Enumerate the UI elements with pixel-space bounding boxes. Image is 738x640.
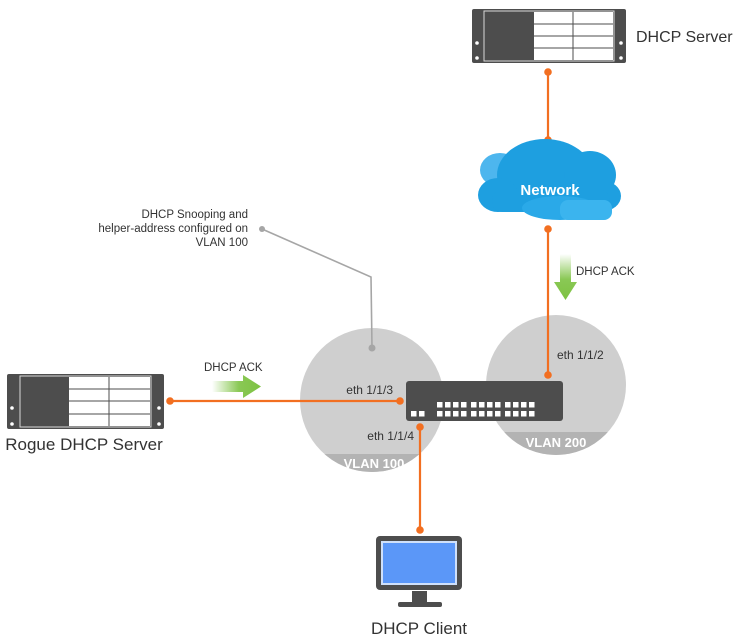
switch-port	[453, 411, 459, 417]
switch-port	[445, 402, 451, 408]
switch-port	[529, 411, 535, 417]
vlan-200-label: VLAN 200	[526, 435, 587, 450]
dhcp-ack-arrow-right	[212, 375, 261, 398]
rogue-dhcp-server-icon[interactable]	[7, 374, 164, 429]
rogue-dhcp-server-label: Rogue DHCP Server	[5, 435, 163, 454]
switch-port	[437, 411, 443, 417]
port-label-eth3: eth 1/1/3	[346, 383, 393, 397]
switch-uplink-port	[419, 411, 425, 417]
dhcp-ack-label-rogue: DHCP ACK	[204, 362, 263, 374]
switch-port	[453, 402, 459, 408]
annotation-line-1: DHCP Snooping and	[141, 209, 248, 221]
annotation-connector	[259, 226, 376, 352]
port-label-eth4: eth 1/1/4	[367, 429, 414, 443]
switch-port	[487, 402, 493, 408]
switch-port	[437, 402, 443, 408]
annotation-line-2: helper-address configured on	[98, 223, 248, 235]
port-label-eth2: eth 1/1/2	[557, 348, 604, 362]
dhcp-client-label: DHCP Client	[371, 619, 467, 638]
switch-port	[479, 402, 485, 408]
vlan-100-label: VLAN 100	[344, 456, 405, 471]
link-network-switch	[544, 225, 552, 379]
switch-port	[461, 411, 467, 417]
switch-port	[445, 411, 451, 417]
dhcp-ack-label-network: DHCP ACK	[576, 266, 635, 278]
dhcp-ack-arrow-down	[554, 254, 577, 300]
switch-port	[471, 402, 477, 408]
switch-port	[521, 411, 527, 417]
annotation-dot-end	[368, 344, 376, 352]
switch-port	[495, 411, 501, 417]
switch-port	[529, 402, 535, 408]
switch-port	[505, 402, 511, 408]
switch-port	[471, 411, 477, 417]
dhcp-server-label: DHCP Server	[636, 29, 733, 46]
switch-port	[505, 411, 511, 417]
cloud-icon[interactable]: Network	[478, 139, 621, 220]
switch-port	[513, 411, 519, 417]
annotation-dot-start	[259, 226, 265, 232]
link-rogue-switch	[166, 397, 404, 405]
switch-port	[495, 402, 501, 408]
switch-port	[487, 411, 493, 417]
link-server-network	[544, 68, 552, 144]
link-switch-client	[416, 423, 424, 534]
switch-icon[interactable]	[406, 381, 563, 421]
switch-port	[521, 402, 527, 408]
switch-port	[479, 411, 485, 417]
switch-port	[513, 402, 519, 408]
dhcp-client-monitor-icon[interactable]	[376, 536, 462, 607]
dhcp-server-icon[interactable]	[472, 9, 626, 63]
switch-port	[461, 402, 467, 408]
cloud-label: Network	[520, 182, 580, 199]
switch-uplink-port	[411, 411, 417, 417]
annotation-line-3: VLAN 100	[196, 237, 248, 249]
